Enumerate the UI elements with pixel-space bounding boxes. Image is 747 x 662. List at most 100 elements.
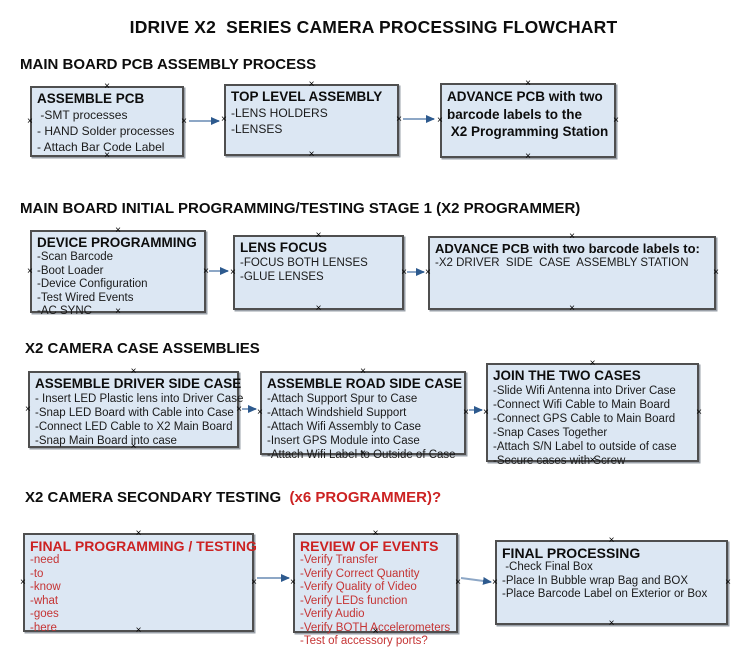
box-items: -SMT processes- HAND Solder processes- A… [37, 107, 178, 155]
connector-handle-icon: × [372, 626, 379, 637]
box-item: - Insert LED Plastic lens into Driver Ca… [35, 393, 244, 405]
box-title: JOIN THE TWO CASES [493, 368, 641, 383]
box-item: -Verify Audio [300, 608, 365, 620]
box-title: ADVANCE PCB with two barcode labels to: [435, 241, 700, 256]
box-items: -Check Final Box-Place In Bubble wrap Ba… [502, 561, 722, 602]
box-items: -Attach Support Spur to Case -Attach Wind… [267, 392, 460, 462]
box-item: ADVANCE PCB with two [447, 89, 603, 104]
connector-handle-icon: × [115, 306, 121, 317]
box-item: -Snap Cases Together [493, 427, 608, 439]
box-item: -know [30, 581, 61, 593]
box-item: -need [30, 554, 60, 566]
box-item: -SMT processes [37, 108, 128, 122]
connector-handle-icon: × [315, 303, 322, 314]
box-item: -Attach Wifi Assembly to Case [267, 421, 422, 433]
box-items: - Insert LED Plastic lens into Driver Ca… [35, 392, 244, 448]
connector-handle-icon: × [696, 406, 702, 418]
connector-handle-icon: × [181, 115, 187, 127]
connector-handle-icon: × [20, 576, 26, 588]
box-item: -Place In Bubble wrap Bag and BOX [502, 574, 689, 587]
connector-handle-icon: × [251, 576, 257, 588]
section-heading-case-assemblies: X2 CAMERA CASE ASSEMBLIES [25, 340, 260, 357]
box-title: FINAL PROCESSING [502, 545, 641, 561]
box-item: -Boot Loader [37, 264, 104, 277]
flow-box-join-the-two-cases: JOIN THE TWO CASES -Slide Wifi Antenna i… [483, 359, 702, 468]
box-item: -Slide Wifi Antenna into Driver Case [493, 385, 676, 397]
connector-handle-icon: × [425, 267, 431, 278]
connector-handle-icon: × [372, 528, 379, 539]
box-item: -goes [30, 608, 59, 620]
connector-handle-icon: × [203, 265, 209, 277]
connector-handle-icon: × [396, 114, 402, 125]
box-item: -Verify Quality of Video [300, 581, 417, 593]
section-heading-initial-programming: MAIN BOARD INITIAL PROGRAMMING/TESTING S… [20, 200, 581, 217]
box-title: TOP LEVEL ASSEMBLY [231, 89, 383, 104]
connector-handle-icon: × [290, 577, 296, 588]
box-title: FINAL PROGRAMMING / TESTING [30, 538, 257, 554]
box-items: -Scan Barcode-Boot Loader-Device Configu… [37, 251, 200, 319]
box-item: -Attach Windshield Support [267, 407, 407, 419]
flow-arrow [460, 576, 492, 585]
box-title: DEVICE PROGRAMMING [37, 235, 197, 250]
box-title: REVIEW OF EVENTS [300, 538, 439, 554]
box-title: ASSEMBLE DRIVER SIDE CASE [35, 376, 242, 391]
connector-handle-icon: × [130, 441, 137, 452]
box-item: -Connect Wifi Cable to Main Board [493, 399, 671, 411]
box-item: -Secure cases with Screw [493, 455, 626, 467]
connector-handle-icon: × [437, 114, 443, 126]
page-title: IDRIVE X2 SERIES CAMERA PROCESSING FLOWC… [129, 17, 618, 37]
box-item: -Place Barcode Label on Exterior or Box [502, 588, 708, 600]
box-item: -here [30, 621, 57, 634]
box-item: -Snap Main Board into case [35, 435, 177, 447]
box-item: -Scan Barcode [37, 251, 114, 263]
box-item: -Device Configuration [37, 278, 148, 290]
box-item: -Verify Correct Quantity [300, 567, 420, 580]
box-item: -AC SYNC [37, 305, 92, 317]
connector-handle-icon: × [608, 618, 615, 629]
box-item: -Connect GPS Cable to Main Board [493, 413, 676, 425]
box-item: -Verify LEDs function [300, 594, 408, 607]
connector-handle-icon: × [135, 528, 142, 539]
box-item: - Attach Bar Code Label [37, 140, 165, 154]
flow-box-assemble-driver-side-case: ASSEMBLE DRIVER SIDE CASE - Insert LED P… [25, 367, 244, 452]
flow-box-top-level-assembly: TOP LEVEL ASSEMBLY -LENS HOLDERS-LENSES … [221, 80, 402, 160]
connector-handle-icon: × [360, 448, 366, 459]
connector-handle-icon: × [401, 266, 407, 278]
connector-handle-icon: × [25, 403, 31, 415]
box-item: -Test Wired Events [37, 291, 134, 304]
box-item: -X2 DRIVER SIDE CASE ASSEMBLY STATION [435, 257, 689, 269]
box-item: -Test of accessory ports? [300, 635, 428, 647]
box-item: X2 Programming Station [447, 124, 609, 139]
connector-handle-icon: × [569, 231, 575, 242]
box-items: -Verify Transfer-Verify Correct Quantity… [300, 554, 452, 649]
connector-handle-icon: × [257, 407, 263, 418]
flow-box-lens-focus: LENS FOCUS -FOCUS BOTH LENSES-GLUE LENSE… [230, 231, 407, 314]
connector-handle-icon: × [569, 303, 575, 314]
flow-box-review-of-events: REVIEW OF EVENTS -Verify Transfer-Verify… [290, 529, 461, 648]
box-item: -Connect LED Cable to X2 Main Board [35, 421, 233, 433]
flow-box-assemble-pcb: ASSEMBLE PCB -SMT processes- HAND Solder… [27, 82, 187, 161]
box-item: -Insert GPS Module into Case [267, 435, 420, 447]
flow-box-device-programming: DEVICE PROGRAMMING -Scan Barcode-Boot Lo… [27, 226, 209, 318]
connector-handle-icon: × [589, 358, 596, 369]
box-item: -Attach Support Spur to Case [267, 393, 418, 405]
box-item: -GLUE LENSES [240, 271, 324, 283]
connector-handle-icon: × [492, 576, 498, 588]
box-item: -what [30, 594, 59, 607]
connector-handle-icon: × [230, 266, 236, 278]
connector-handle-icon: × [135, 625, 142, 636]
flow-box-assemble-road-side-case: ASSEMBLE ROAD SIDE CASE -Attach Support … [257, 367, 469, 462]
connector-handle-icon: × [589, 455, 596, 466]
connector-handle-icon: × [104, 150, 110, 161]
box-items: -need-to-know-what-goes-here [30, 554, 248, 635]
connector-handle-icon: × [608, 535, 615, 546]
box-item: -Snap LED Board with Cable into Case [35, 407, 234, 419]
connector-handle-icon: × [725, 576, 731, 588]
box-items: -Slide Wifi Antenna into Driver Case -Con… [493, 384, 693, 468]
box-item: -Attach Wifi Label to Outside of Case [267, 449, 456, 461]
connector-handle-icon: × [308, 149, 315, 160]
connector-handle-icon: × [483, 406, 489, 418]
